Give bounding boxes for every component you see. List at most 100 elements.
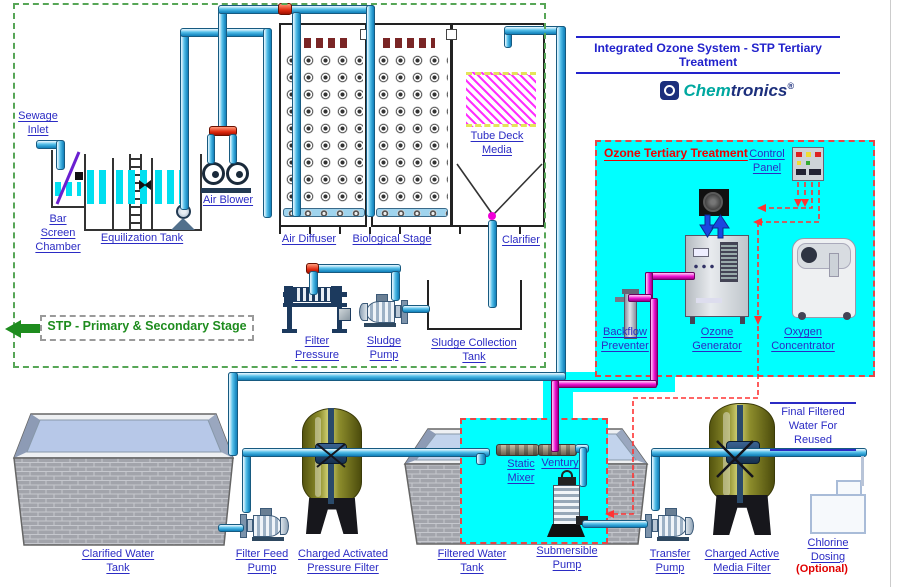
- pump-feet: [657, 537, 689, 541]
- submersible-pump-cap: [558, 477, 576, 485]
- label-media-filter: Charged Active Media Filter: [704, 548, 780, 574]
- filter-press-hopper: [338, 308, 351, 321]
- pipe-press-drop: [309, 271, 318, 295]
- label-air-diffuser: Air Diffuser: [281, 233, 337, 245]
- water-surface-dashes-2: [383, 38, 435, 48]
- brand-reg: ®: [787, 81, 795, 91]
- panel-lamp-red-2: [815, 152, 821, 157]
- label-ozone-generator: Ozone Generator: [692, 326, 742, 352]
- pipe-tank2-drop: [366, 5, 375, 217]
- oxygen-concentrator-unit: [792, 238, 856, 320]
- ozone-pipe-to-ventury: [551, 380, 559, 452]
- brand-icon: [660, 81, 679, 100]
- water-surface-dashes-1: [292, 38, 350, 48]
- label-backflow: Backflow Preventer: [601, 326, 649, 352]
- cabinet-knobs: [693, 264, 717, 269]
- eq-valve: [139, 180, 151, 190]
- eq-water-2: [116, 170, 150, 204]
- label-equalization: Equilization Tank: [100, 232, 184, 244]
- concentrator-filter-tube: [829, 253, 839, 277]
- concentrator-gauge: [801, 247, 817, 263]
- cabinet-vent: [720, 242, 738, 282]
- diagram-title-box: Integrated Ozone System - STP Tertiary T…: [576, 36, 840, 74]
- pipe-clarified-outlet: [218, 524, 244, 532]
- tank-feet-ticks: [279, 227, 545, 234]
- pipe-feed-pump-riser: [242, 451, 251, 513]
- filter-press-foot-1: [282, 329, 297, 333]
- pipe-doser-tube: [861, 456, 864, 486]
- label-transfer-pump: Transfer Pump: [649, 548, 691, 574]
- bar-screen-wall: [51, 150, 53, 208]
- filter-press-rail: [283, 303, 347, 307]
- backflow-preventer-stub: [615, 297, 624, 302]
- label-air-blower: Air Blower: [202, 194, 254, 206]
- label-biological-stage: Biological Stage: [352, 233, 432, 245]
- cooling-fan: [699, 189, 729, 216]
- filter-press-foot-2: [332, 329, 347, 333]
- pump-feet: [252, 537, 284, 541]
- chemtronics-logo: Chemtronics®: [660, 81, 794, 105]
- submersible-pump-body: [553, 485, 580, 525]
- pipe-blower-stub-1: [207, 134, 215, 164]
- brand-icon-glyph: [664, 85, 675, 96]
- pipe-clarifier-overflow-drop: [556, 26, 566, 381]
- chlorine-doser-tank: [810, 494, 866, 534]
- tank-junction-box-2: [446, 29, 457, 40]
- diffuser-manifold-2: [376, 208, 448, 217]
- eq-partition-2: [151, 158, 153, 230]
- cabinet-nameplate: [696, 298, 722, 303]
- filter-press-head-left: [284, 286, 293, 303]
- pipe-ventury-drop: [579, 447, 587, 487]
- label-tube-deck: Tube Deck Media: [470, 130, 524, 156]
- pipe-submersible-discharge: [582, 520, 648, 528]
- stp-stage-label-box: [40, 315, 254, 341]
- label-submersible: Submersible Pump: [536, 545, 598, 571]
- concentrator-wheel-1: [798, 312, 806, 320]
- pipe-sludge-suction: [402, 305, 430, 313]
- eq-partition-1: [112, 158, 114, 230]
- pipe-transfer-riser: [651, 449, 660, 511]
- filter-press-head-right: [331, 286, 342, 303]
- brand-tronics: tronics: [730, 81, 788, 100]
- label-filtered-tank: Filtered Water Tank: [437, 548, 507, 574]
- label-control-panel: Control Panel: [749, 148, 785, 174]
- pipe-red-tee-blower: [209, 126, 237, 136]
- static-mixer-unit: [496, 444, 539, 456]
- label-sludge-tank: Sludge Collection Tank: [431, 337, 517, 363]
- label-filter-pressure: Filter Pressure: [294, 335, 340, 361]
- label-clarified-tank: Clarified Water Tank: [81, 548, 155, 574]
- pump-body: [253, 515, 282, 537]
- pump-top-box: [260, 508, 272, 516]
- pipe-tank1-drop: [292, 12, 301, 217]
- pipe-tank1-outer-drop: [263, 28, 272, 218]
- pump-neck: [247, 519, 253, 532]
- stp-stage-label: STP - Primary & Secondary Stage: [47, 319, 247, 333]
- label-chlorine: Chlorine Dosing: [807, 537, 849, 563]
- label-final-water: Final Filtered Water For Reused: [781, 406, 845, 446]
- fan-ring: [703, 192, 723, 212]
- pipe-clarifier-underflow: [488, 220, 497, 308]
- label-ventury: Ventury: [541, 457, 579, 469]
- concentrator-wheel-2: [843, 312, 851, 320]
- air-blower-base: [201, 188, 251, 193]
- ozone-pipe-downcomer: [650, 298, 658, 386]
- tank-top-line: [279, 23, 546, 25]
- label-sewage-inlet: Sewage Inlet: [18, 110, 58, 136]
- pipe-sludge-pump-riser: [391, 271, 400, 301]
- submersible-pump-handle: [561, 470, 573, 479]
- diagram-title: Integrated Ozone System - STP Tertiary T…: [594, 41, 822, 69]
- transfer-pump: [643, 506, 697, 544]
- label-optional: (Optional): [796, 563, 848, 575]
- label-clarifier: Clarifier: [502, 234, 540, 246]
- tube-deck-media-block: [466, 72, 536, 127]
- stp-stage-boundary: [13, 3, 546, 368]
- bar-screen-floor: [51, 206, 86, 208]
- diffuser-manifold-1: [283, 208, 365, 217]
- label-static-mixer: Static Mixer: [507, 458, 535, 484]
- panel-slot-1: [796, 169, 806, 175]
- filter-press-leg-1: [287, 307, 292, 330]
- page-edge-line: [890, 0, 891, 587]
- label-sludge-pump: Sludge Pump: [366, 335, 402, 361]
- control-panel-box: [792, 147, 824, 181]
